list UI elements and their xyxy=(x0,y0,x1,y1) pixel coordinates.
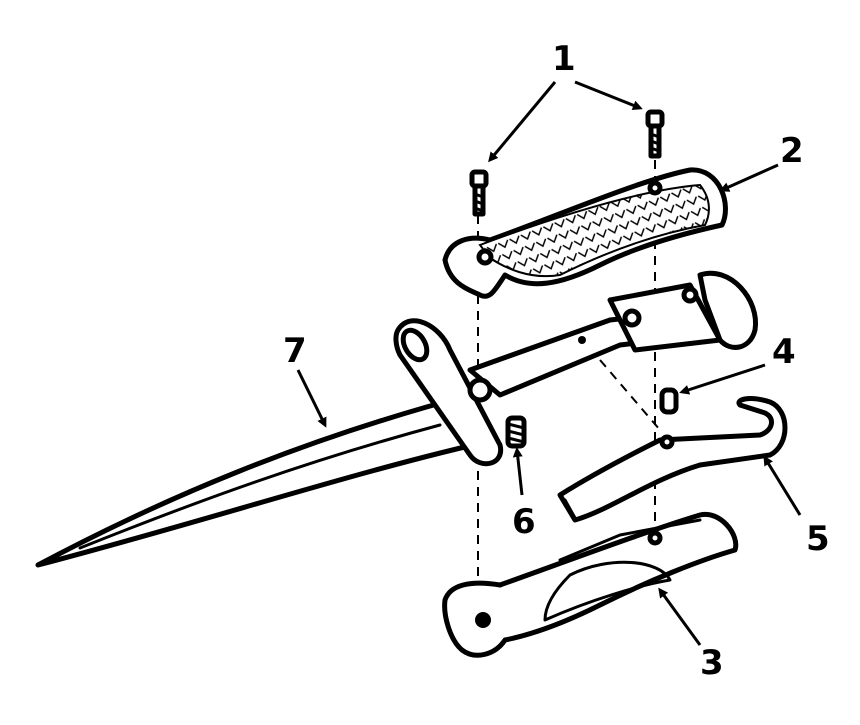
callout-6: 6 xyxy=(512,502,536,542)
callout-7: 7 xyxy=(283,331,307,371)
upper-grip xyxy=(442,167,728,299)
callout-4: 4 xyxy=(772,332,796,372)
pin xyxy=(659,387,679,415)
callout-1: 1 xyxy=(552,39,576,79)
blade-fuller xyxy=(78,423,442,550)
lower-grip xyxy=(442,511,739,658)
spring xyxy=(505,415,527,449)
crossguard-ring xyxy=(400,327,430,363)
pommel-hook xyxy=(697,270,759,350)
callout-3: 3 xyxy=(700,643,724,683)
screw-right xyxy=(645,109,665,159)
blade xyxy=(35,392,498,568)
leader-lines xyxy=(296,80,802,646)
callout-5: 5 xyxy=(806,519,830,559)
screw-left xyxy=(469,169,489,217)
blade-assembly xyxy=(35,270,759,568)
release-lever xyxy=(557,396,788,523)
callout-2: 2 xyxy=(780,131,804,171)
